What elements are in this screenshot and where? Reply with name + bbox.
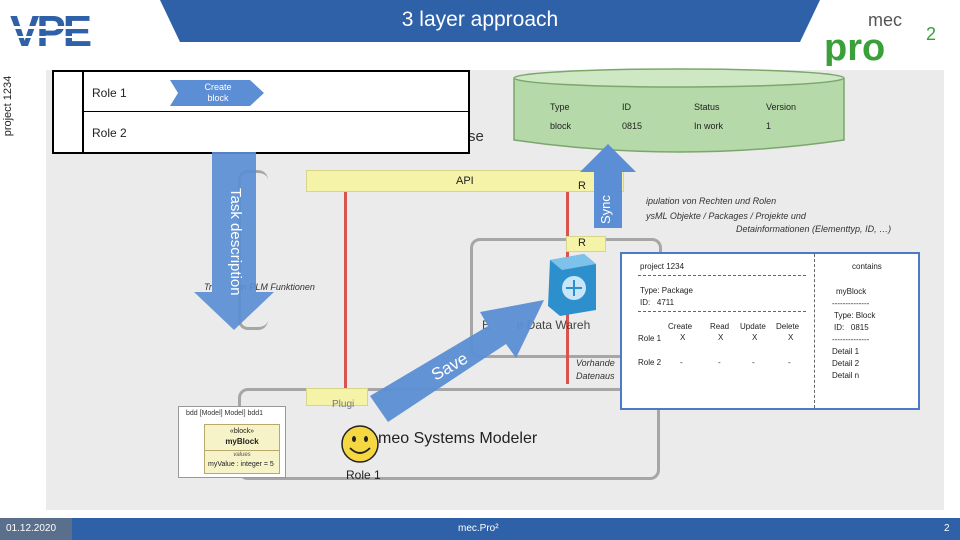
database-partial-label: se (468, 128, 484, 145)
card-block-name: myBlock (836, 287, 867, 296)
card-contains: contains (852, 262, 882, 271)
perm-row-2-create: - (680, 358, 683, 367)
task-description-label: Task description (227, 188, 244, 296)
r-label-1: R (578, 180, 586, 192)
perm-header-create: Create (668, 322, 693, 331)
db-cell-type: block (550, 121, 572, 131)
footer-bar (72, 518, 960, 540)
create-block-arrow (170, 80, 264, 106)
mecpro-logo: mec pro 2 (822, 6, 952, 69)
rights-note-2: ysML Objekte / Packages / Projekte und (646, 211, 806, 221)
db-header-id: ID (622, 102, 631, 112)
card-package-id: ID: 4711 (640, 298, 675, 307)
role-2-label: Role 2 (92, 126, 127, 140)
perm-header-read: Read (710, 322, 730, 331)
vpe-logo: VPE (8, 6, 116, 56)
perm-row-1-read: X (718, 333, 724, 342)
perm-row-2-update: - (752, 358, 755, 367)
bdd-block (204, 424, 280, 474)
rights-note-3: Detainformationen (Elementtyp, ID, …) (736, 224, 892, 234)
perm-row-1-role: Role 1 (638, 334, 662, 343)
save-arrow (370, 300, 544, 422)
card-block-type: Type: Block (834, 311, 876, 320)
card-detail-2: Detail 2 (832, 359, 860, 368)
tool-label: meo Systems Modeler (378, 430, 538, 447)
bdd-compartment: values (233, 452, 251, 458)
plugin-bar (306, 388, 368, 406)
database-cylinder (513, 68, 845, 153)
existing-note-1: Vorhande (576, 358, 615, 368)
perm-row-2-delete: - (788, 358, 791, 367)
existing-note-2: Datenaus (576, 371, 615, 381)
db-header-version: Version (766, 102, 797, 112)
perm-row-1-delete: X (788, 333, 794, 342)
card-detail-1: Detail 1 (832, 347, 860, 356)
user-smiley-icon (341, 425, 379, 463)
mecpro-logo-top: mec (868, 10, 902, 30)
perm-row-1-update: X (752, 333, 758, 342)
db-header-type: Type (550, 102, 570, 112)
vpe-logo-text: VPE (10, 7, 91, 52)
user-role-label: Role 1 (346, 468, 381, 482)
card-block-sep-2: -------------- (832, 335, 870, 344)
info-card-divider (814, 254, 815, 408)
card-separator-2 (638, 311, 806, 312)
rights-note-1: ipulation von Rechten und Rolen (646, 196, 777, 206)
bdd-compartment-divider (204, 450, 280, 451)
mecpro-logo-bottom: pro (824, 27, 885, 66)
card-block-sep-1: -------------- (832, 299, 870, 308)
role-table (52, 70, 470, 154)
bdd-stereotype: «block» (229, 428, 255, 435)
card-detail-n: Detail n (832, 371, 860, 380)
card-package-type: Type: Package (640, 286, 693, 295)
api-label: API (456, 175, 474, 187)
perm-row-1-create: X (680, 333, 686, 342)
page-title: 3 layer approach (401, 8, 559, 31)
bdd-header: bdd [Model] Model] bdd1 (186, 410, 264, 417)
bdd-block-name: myBlock (225, 437, 259, 446)
data-warehouse-icon (544, 254, 600, 316)
red-connector-line (344, 192, 347, 402)
r-bar (566, 236, 606, 252)
perm-row-2-role: Role 2 (638, 358, 662, 367)
footer-page-number: 2 (944, 523, 950, 534)
db-cell-version: 1 (766, 121, 772, 131)
db-header-status: Status (694, 102, 720, 112)
footer-date-bg (0, 518, 72, 540)
perm-header-delete: Delete (776, 322, 800, 331)
r-label-2: R (578, 237, 586, 249)
perm-row-2-read: - (718, 358, 721, 367)
api-bar (306, 170, 624, 192)
role-1-label: Role 1 (92, 86, 127, 100)
mecpro-logo-super: 2 (926, 24, 936, 44)
db-cell-status: In work (694, 121, 724, 131)
plugin-label: Plugi (332, 399, 355, 410)
project-label: project 1234 (2, 75, 14, 137)
bdd-value: myValue : integer = 5 (208, 461, 274, 468)
card-block-id: ID: 0815 (834, 323, 869, 332)
sync-label: Sync (598, 195, 613, 224)
sync-arrow (580, 144, 636, 228)
card-project: project 1234 (640, 262, 685, 271)
info-card (620, 252, 920, 410)
task-description-arrow (194, 152, 274, 330)
footer-date: 01.12.2020 (6, 523, 57, 534)
create-block-label: Create block (204, 82, 232, 103)
card-separator-1 (638, 275, 806, 276)
role-row-divider (84, 111, 470, 112)
footer-center: mec.Pro² (458, 523, 499, 534)
title-banner (160, 0, 820, 42)
project-label-strip (52, 70, 84, 154)
perm-header-update: Update (740, 322, 766, 331)
db-cell-id: 0815 (622, 121, 643, 131)
